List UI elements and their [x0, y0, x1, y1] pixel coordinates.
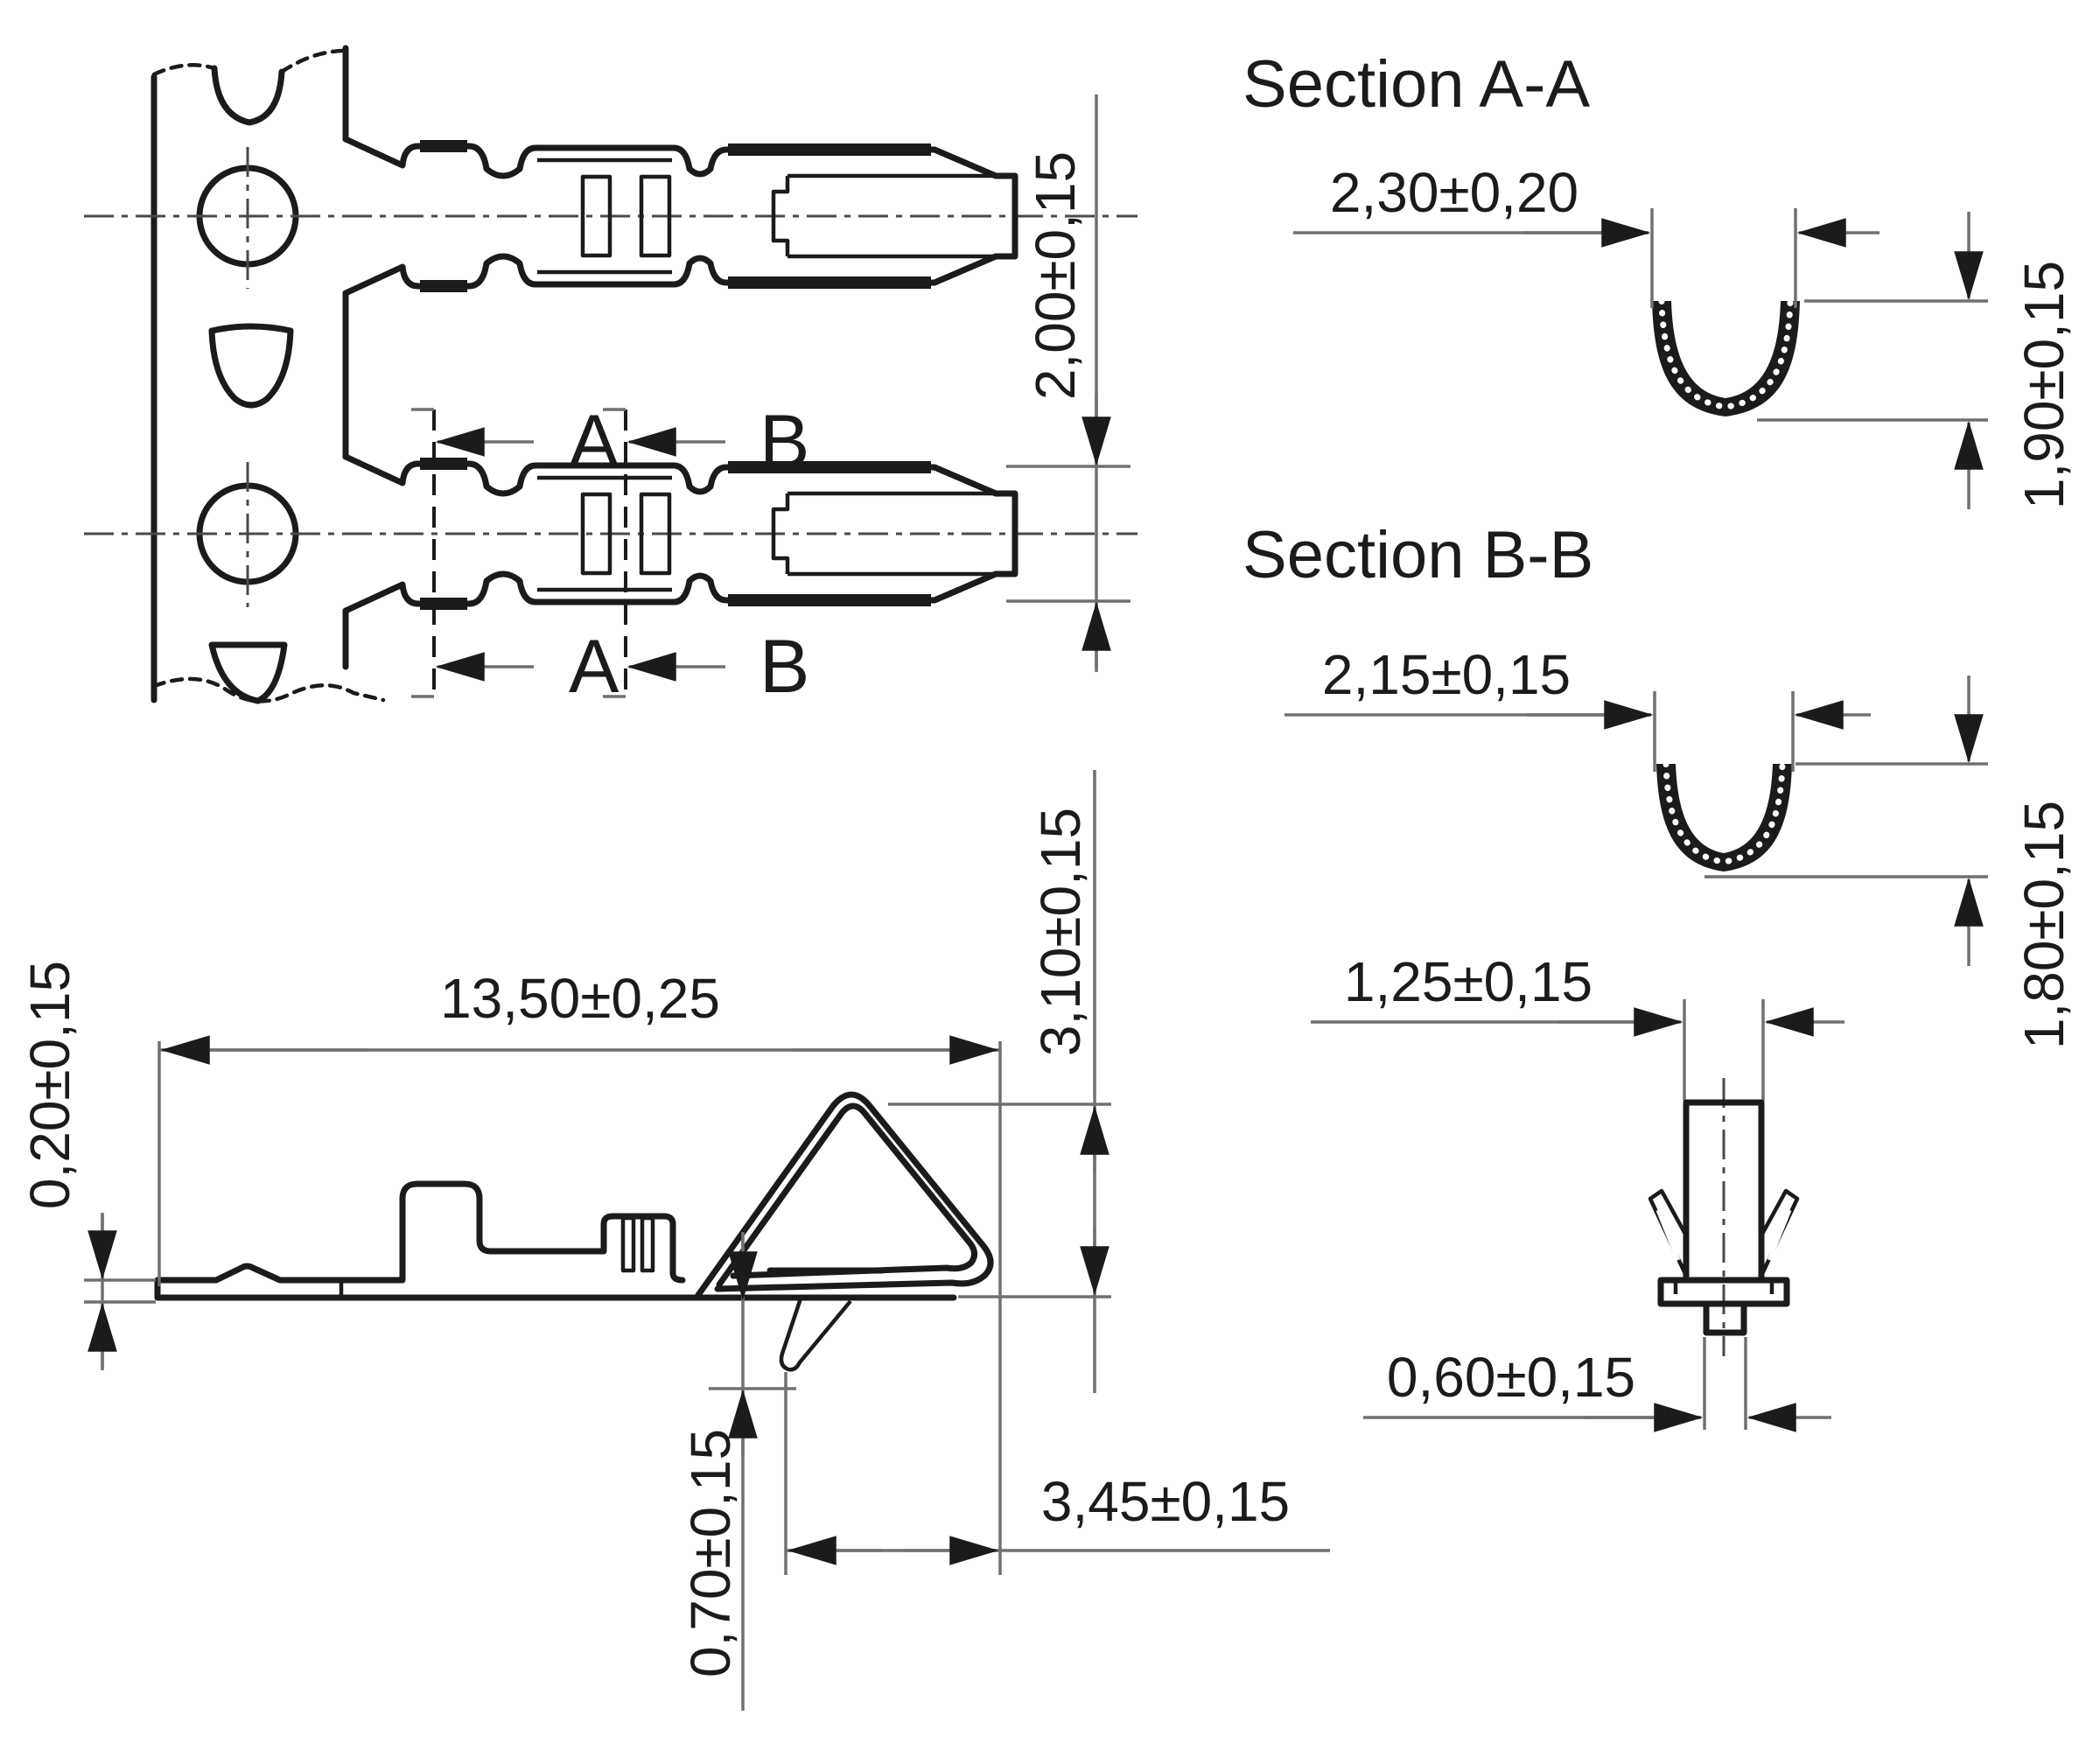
tipw-ext: [1703, 1337, 1747, 1430]
carrier-top-notch: [211, 65, 285, 126]
aa-height-ref: [1757, 299, 1988, 422]
solder-tab: [779, 1298, 852, 1372]
profile-base: [154, 1277, 957, 1301]
cut-line-a-stubs: [411, 408, 434, 698]
dim-tab-drop-text: 0,70±0,15: [679, 1429, 742, 1677]
height-ref-lines: [888, 1102, 1111, 1298]
section-bb: Section B-B 2,15±0,15 1,80±0,15: [1242, 518, 2076, 1049]
base-flange: [1657, 1277, 1790, 1307]
bb-width-ext: [1653, 691, 1795, 772]
cut-line-b-stubs: [603, 408, 626, 698]
dim-tab-drop: 0,70±0,15: [679, 1232, 796, 1711]
crimp-wing-left-slit: [1656, 1209, 1681, 1261]
dim-loop-height: 3,10±0,15: [888, 770, 1111, 1393]
section-marker-b-top: B: [760, 400, 809, 484]
end-view: 1,25±0,15 0,60±0,15: [1311, 950, 1844, 1432]
section-cut-a: A A: [411, 400, 620, 709]
dim-pin-width-text: 1,25±0,15: [1344, 950, 1592, 1013]
section-marker-a-bottom: A: [569, 625, 620, 709]
side-view: 13,50±0,25 0,20±0,15 3,10±0,15 3,45±0,15: [18, 770, 1330, 1711]
pitch-ext-lines: [1006, 465, 1130, 603]
dim-pitch-text: 2,00±0,15: [1024, 151, 1087, 400]
dim-overall-length: 13,50±0,25: [158, 967, 1002, 1575]
crimp-slot-side-2: [640, 1215, 655, 1273]
top-view: A A B B 2,00±0,15: [84, 45, 1138, 709]
section-b-u-stipple: [1662, 760, 1786, 865]
pinw-ext: [1683, 999, 1765, 1101]
retention-loop-inner: [716, 1102, 977, 1288]
bb-height-ref: [1704, 762, 1988, 878]
section-b-u-wall: [1656, 764, 1792, 872]
pin-front: [1648, 1078, 1800, 1356]
aa-width-ext: [1650, 208, 1797, 308]
dim-stock-thickness: 0,20±0,15: [18, 961, 156, 1370]
dim-bb-height-text: 1,80±0,15: [2012, 801, 2076, 1049]
section-a-u-wall: [1652, 301, 1800, 416]
section-marker-b-bottom: B: [760, 625, 809, 709]
stock-ext-lines: [84, 1278, 156, 1304]
crimp-slot-side-1: [620, 1215, 636, 1273]
profile-top: [154, 1180, 686, 1284]
section-marker-a-top: A: [569, 400, 620, 484]
section-aa: Section A-A 2,30±0,20 1,90±0,15: [1242, 47, 2076, 509]
retention-loop-outer: [695, 1091, 994, 1298]
dim-bb-width: 2,15±0,15: [1284, 643, 1871, 772]
dim-tab-length: 3,45±0,15: [784, 1372, 1330, 1575]
dim-stock-text: 0,20±0,15: [18, 961, 81, 1209]
dim-terminal-pitch: 2,00±0,15: [1006, 94, 1130, 672]
section-cut-b: B B: [603, 400, 809, 709]
dim-length-text: 13,50±0,25: [440, 967, 720, 1030]
dim-height-text: 3,10±0,15: [1029, 808, 1092, 1056]
dim-aa-height-text: 1,90±0,15: [2012, 261, 2076, 509]
dim-aa-height: 1,90±0,15: [1757, 212, 2076, 509]
crimp-wing-right-slit: [1767, 1209, 1792, 1261]
carrier-torn-top-right: [279, 48, 348, 74]
section-a-u-stipple: [1658, 298, 1794, 410]
section-a-title: Section A-A: [1242, 47, 1590, 122]
carrier-cutout-bottom: [208, 641, 288, 704]
length-ext-lines: [158, 1041, 1002, 1575]
carrier-cutout-mid: [208, 323, 294, 409]
dim-tab-length-text: 3,45±0,15: [1041, 1470, 1290, 1533]
dim-tip-width: 0,60±0,15: [1363, 1337, 1831, 1432]
dim-bb-height: 1,80±0,15: [1704, 676, 2076, 1049]
dim-pin-width: 1,25±0,15: [1311, 950, 1844, 1101]
dim-aa-width: 2,30±0,20: [1293, 161, 1880, 308]
flange-notches: [1673, 1280, 1774, 1294]
dim-aa-width-text: 2,30±0,20: [1330, 161, 1578, 224]
section-b-title: Section B-B: [1242, 518, 1593, 592]
dim-bb-width-text: 2,15±0,15: [1322, 643, 1571, 706]
pin-stem: [1703, 1300, 1747, 1336]
side-profile: [154, 1091, 994, 1372]
dim-tip-width-text: 0,60±0,15: [1387, 1346, 1635, 1409]
carrier-torn-top-left: [151, 63, 217, 77]
